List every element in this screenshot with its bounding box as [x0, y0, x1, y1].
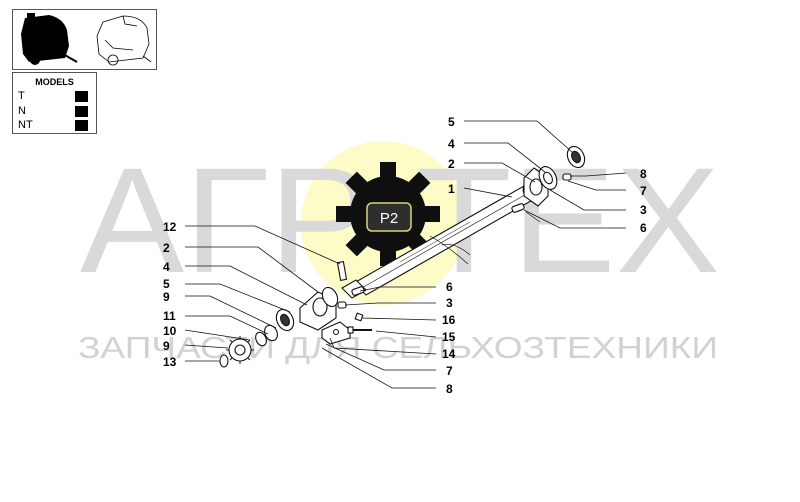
model-nt-indicator	[75, 120, 88, 131]
callout-upper-4: 4	[448, 137, 455, 151]
leader-lines	[184, 120, 627, 389]
callout-right-14: 14	[442, 347, 456, 361]
callout-upper-2: 2	[448, 157, 455, 171]
watermark-small-text: ЗАПЧАСТИ ДЛЯ СЕЛЬХОЗТЕХНИКИ	[78, 330, 718, 365]
callout-right-8: 8	[446, 382, 453, 396]
callout-left-9a: 9	[163, 290, 170, 304]
callout-right-3: 3	[446, 296, 453, 310]
callout-left-12: 12	[163, 220, 177, 234]
callout-upper-1: 1	[448, 182, 455, 196]
watermark: АГР ТЕХ P2 ЗАПЧАСТИ ДЛЯ СЕЛЬХОЗТЕХНИКИ	[78, 136, 720, 365]
machine-thumbnails	[12, 9, 157, 70]
badge-box	[366, 202, 412, 232]
callout-right-15: 15	[442, 330, 456, 344]
model-n-indicator	[75, 106, 88, 117]
callout-upper-3: 3	[640, 203, 647, 217]
baler-outline-icon	[96, 15, 152, 66]
callout-left-4: 4	[163, 260, 170, 274]
callout-right-16: 16	[442, 313, 456, 327]
callout-left-10: 10	[163, 324, 177, 338]
model-t-label: T	[18, 90, 25, 102]
callout-left-5: 5	[163, 277, 170, 291]
baler-thumbnail-icons	[21, 13, 152, 66]
model-t-indicator	[75, 91, 88, 102]
callout-upper-7: 7	[640, 184, 647, 198]
callout-upper-5: 5	[448, 115, 455, 129]
sprocket	[226, 336, 254, 364]
badge-label: P2	[380, 210, 398, 227]
models-title: MODELS	[35, 77, 74, 87]
callout-left-9b: 9	[163, 339, 170, 353]
baler-filled-icon	[21, 13, 78, 65]
callout-right-7: 7	[446, 364, 453, 378]
callout-left-13: 13	[163, 355, 177, 369]
model-nt-label: NT	[18, 119, 33, 131]
callout-right-6: 6	[446, 280, 453, 294]
callout-numbers: 5 4 2 1 8 7 3 6 12 2 4 5 9 11 10 9 13 6 …	[163, 115, 647, 396]
callout-upper-8: 8	[640, 167, 647, 181]
callout-upper-6: 6	[640, 221, 647, 235]
callout-left-2: 2	[163, 241, 170, 255]
callout-left-11: 11	[163, 309, 176, 323]
models-legend: MODELS T N NT	[12, 72, 97, 134]
model-n-label: N	[18, 105, 26, 117]
